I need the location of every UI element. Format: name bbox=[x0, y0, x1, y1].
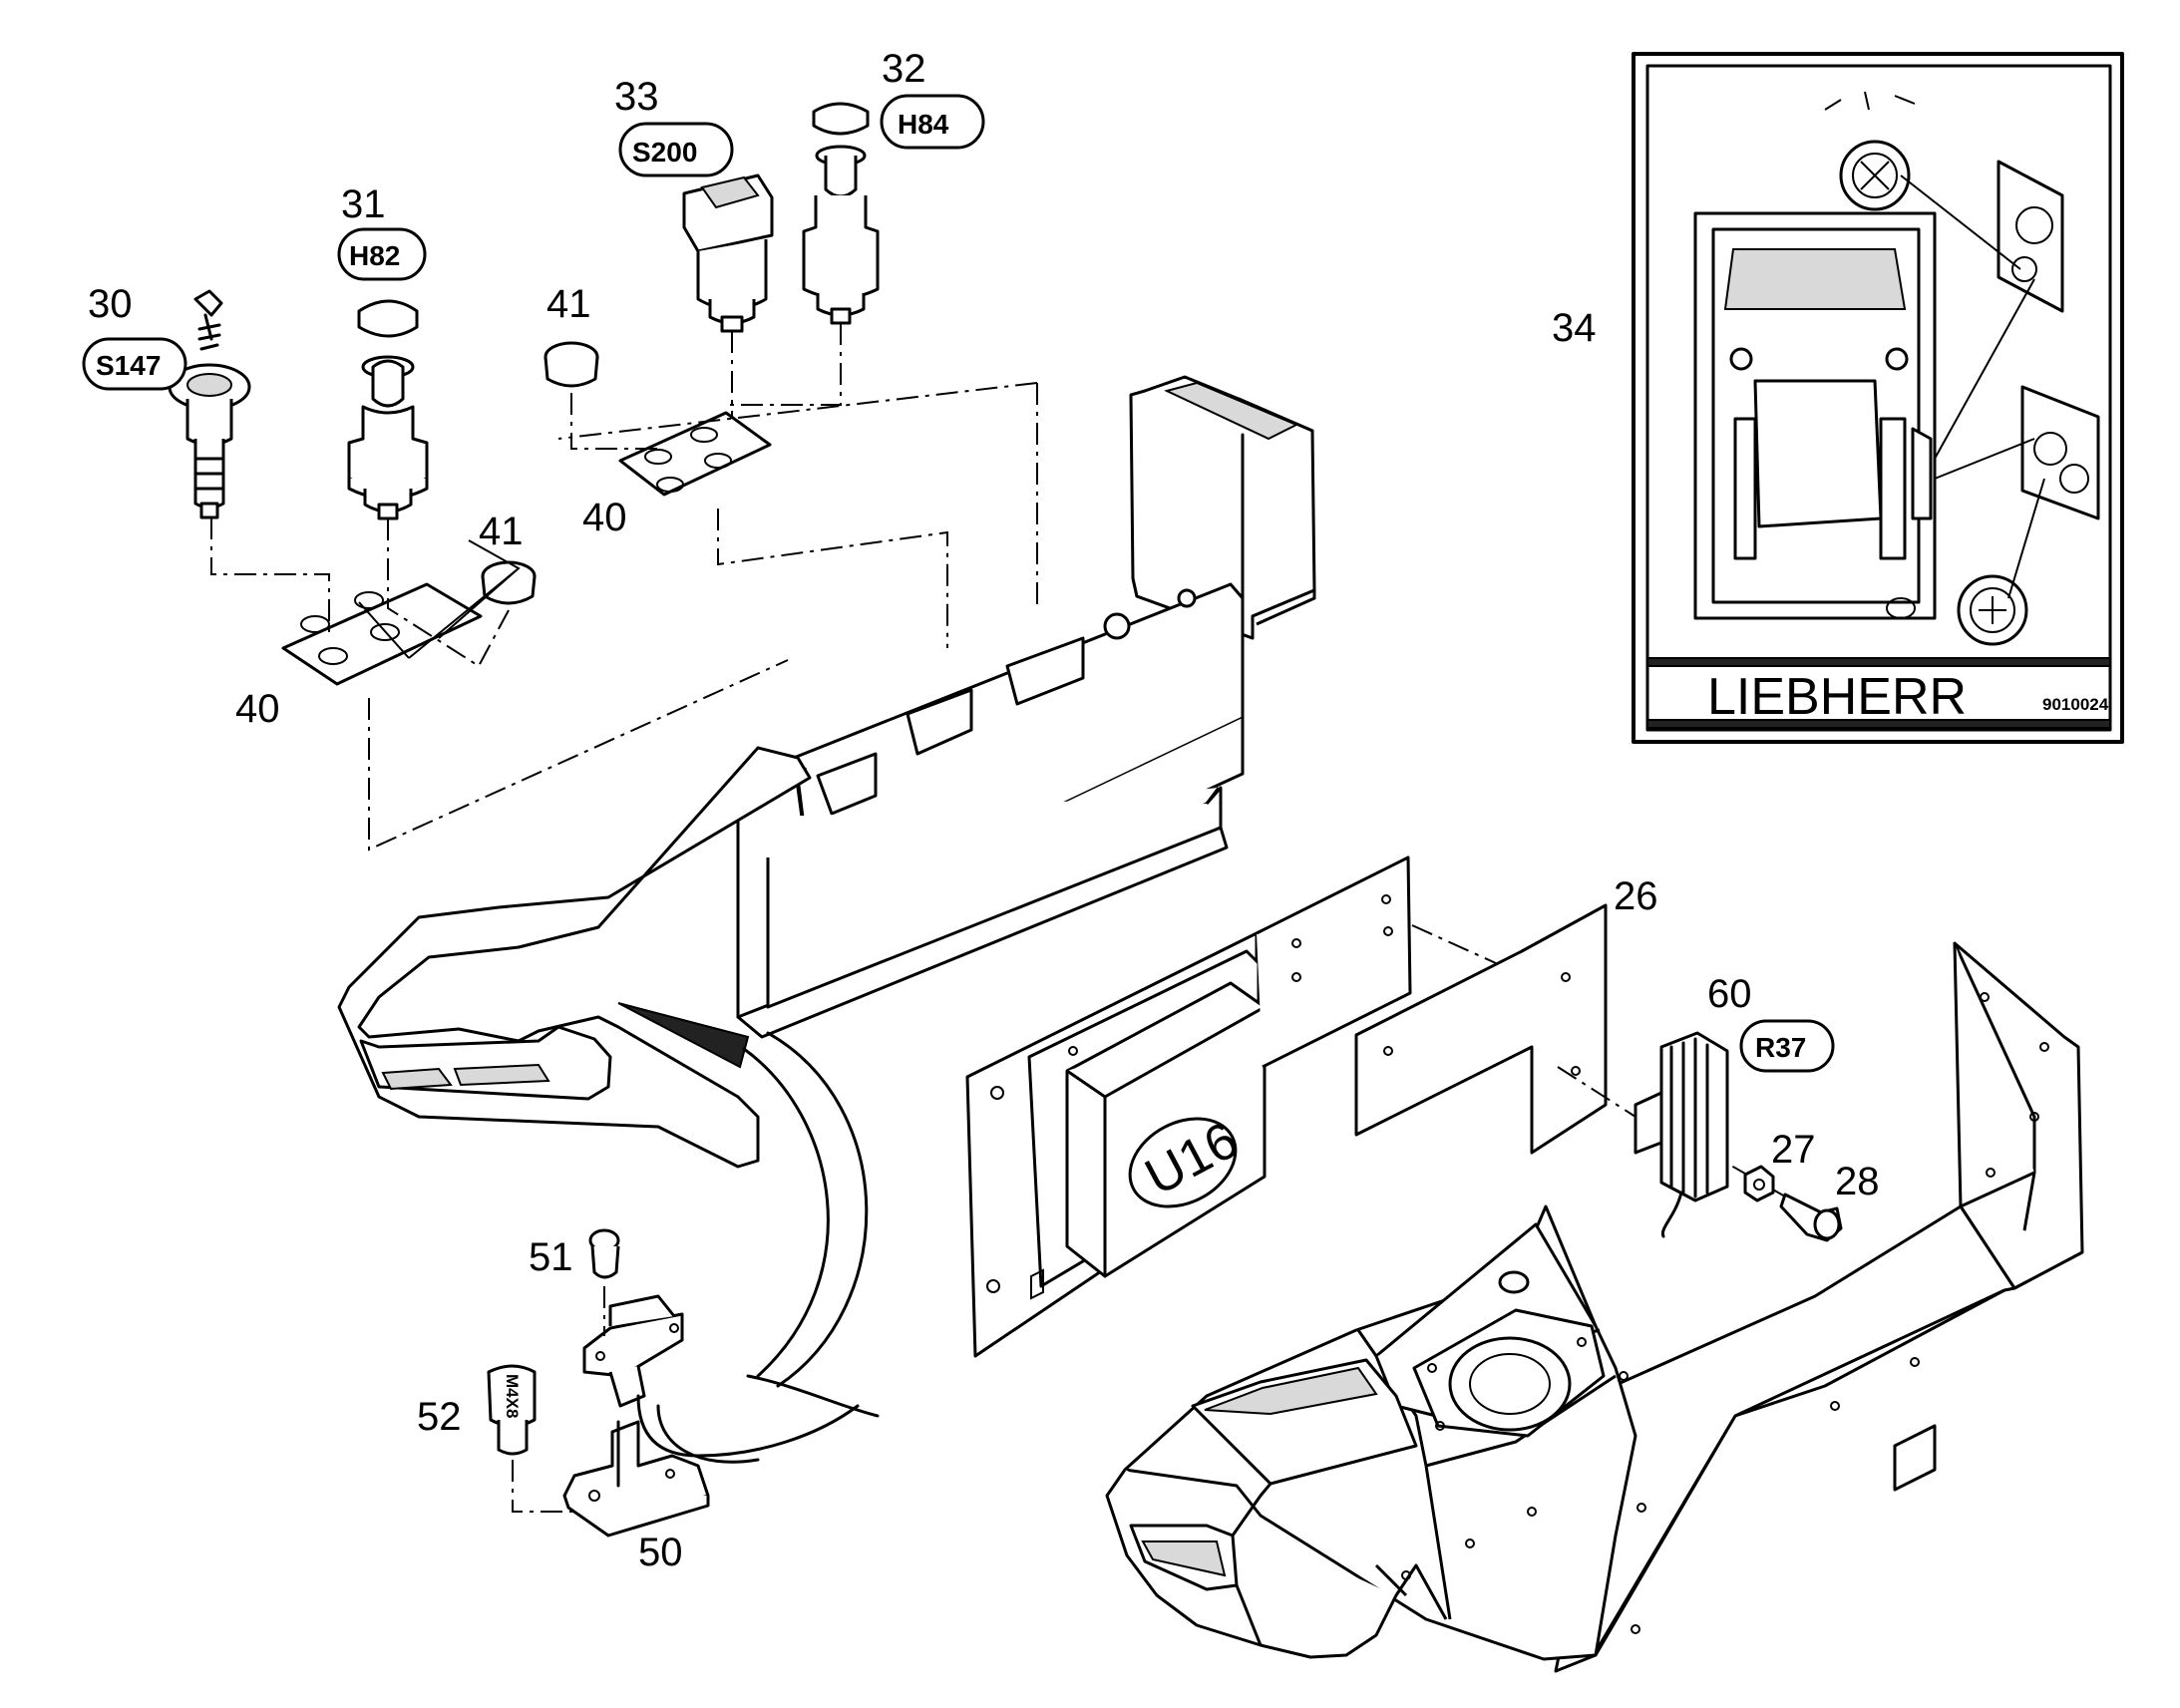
callout-51: 51 bbox=[529, 1235, 573, 1279]
leader-line bbox=[387, 518, 510, 668]
key-switch-s147 bbox=[168, 289, 251, 519]
connector-bracket-50 bbox=[562, 1420, 710, 1537]
leader-line bbox=[557, 382, 1038, 440]
callout-41-lower: 41 bbox=[479, 510, 524, 553]
tag-h84-label: H84 bbox=[898, 109, 949, 140]
tag-h84: H84 bbox=[880, 94, 985, 150]
decal-inset-34: LIEBHERR 9010024 bbox=[1632, 52, 2124, 744]
callout-27: 27 bbox=[1771, 1128, 1816, 1172]
nut-27 bbox=[1743, 1165, 1775, 1202]
callout-31: 31 bbox=[341, 182, 386, 226]
bracket-26 bbox=[1354, 903, 1608, 1155]
leader-line bbox=[717, 509, 948, 648]
module-label-oval bbox=[1128, 1117, 1238, 1208]
callout-30: 30 bbox=[88, 282, 133, 326]
callout-40-top: 40 bbox=[582, 496, 627, 539]
rotary-switch-s200 bbox=[682, 173, 774, 333]
leader-line bbox=[728, 323, 842, 406]
callout-50: 50 bbox=[638, 1531, 683, 1574]
callout-60: 60 bbox=[1707, 972, 1752, 1016]
callout-33: 33 bbox=[614, 75, 659, 119]
callout-52: 52 bbox=[417, 1395, 462, 1439]
tag-s147: S147 bbox=[82, 337, 187, 391]
resistor-r37 bbox=[1634, 1031, 1729, 1238]
tag-s147-label: S147 bbox=[96, 350, 161, 381]
tag-r37-label: R37 bbox=[1755, 1032, 1806, 1063]
callout-28: 28 bbox=[1835, 1160, 1880, 1203]
leader-line bbox=[368, 659, 789, 852]
leader-line bbox=[570, 393, 658, 450]
tag-r37: R37 bbox=[1739, 1019, 1835, 1073]
callout-40-left: 40 bbox=[235, 687, 280, 731]
leader-line bbox=[1411, 924, 1497, 964]
lower-console-housing bbox=[1105, 941, 2084, 1673]
leader-line bbox=[512, 1460, 578, 1513]
callout-32: 32 bbox=[882, 47, 926, 91]
inset-part-code: 9010024 bbox=[2042, 695, 2109, 714]
leader-line bbox=[210, 517, 330, 638]
screw-marking: M4X8 bbox=[503, 1374, 522, 1418]
tag-s200: S200 bbox=[618, 122, 734, 177]
tag-h82-label: H82 bbox=[349, 240, 400, 271]
indicator-lamp-h82 bbox=[347, 299, 429, 520]
callout-26: 26 bbox=[1614, 874, 1658, 918]
brand-logo-text: LIEBHERR bbox=[1707, 668, 1967, 726]
tag-s200-label: S200 bbox=[632, 137, 697, 168]
direction-arrow bbox=[617, 1002, 750, 1069]
mounting-plate-top bbox=[618, 411, 772, 497]
blanking-plug-lower bbox=[481, 560, 537, 605]
tag-h82: H82 bbox=[337, 227, 427, 281]
cap-screw-52: M4X8 bbox=[487, 1364, 537, 1456]
callout-41-upper: 41 bbox=[546, 282, 591, 326]
mounting-plate-left bbox=[281, 582, 483, 686]
screw-51 bbox=[588, 1228, 620, 1279]
upper-console-housing bbox=[337, 375, 1316, 1418]
leader-line bbox=[1557, 1066, 1636, 1118]
screw-28 bbox=[1779, 1193, 1843, 1242]
callout-pointer bbox=[408, 539, 521, 659]
electronic-module-u16: U16 bbox=[965, 855, 1412, 1358]
indicator-lamp-h84 bbox=[802, 102, 880, 325]
callout-34: 34 bbox=[1552, 306, 1597, 350]
sub-d-connector bbox=[582, 1294, 860, 1464]
blanking-plug-upper bbox=[544, 341, 599, 388]
